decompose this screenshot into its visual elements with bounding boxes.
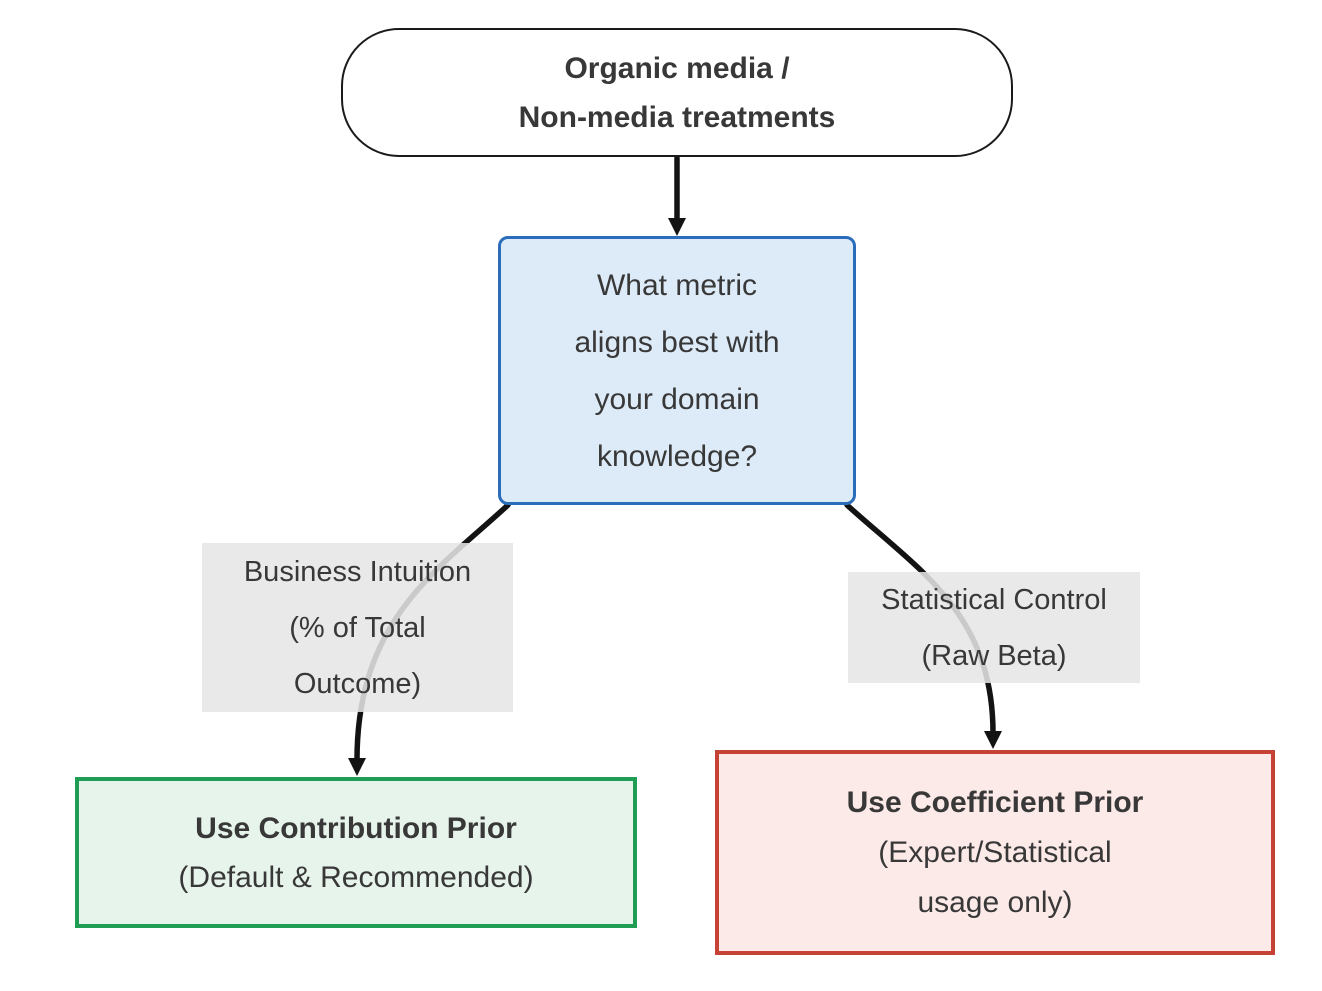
arrowhead-decision-to-contribution	[348, 758, 366, 776]
node-contribution-prior-subtitle: (Default & Recommended)	[178, 860, 534, 894]
edge-label-statistical-control-line1: Statistical Control	[881, 583, 1107, 616]
edge-label-business-intuition: Business Intuition (% of Total Outcome)	[202, 543, 513, 712]
node-coefficient-prior-subtitle-line2: usage only)	[917, 885, 1073, 919]
node-decision-line4: knowledge?	[596, 439, 758, 473]
arrowhead-decision-to-coefficient	[984, 731, 1002, 749]
edge-label-statistical-control-line2: (Raw Beta)	[921, 639, 1067, 672]
node-decision-line2: aligns best with	[574, 325, 780, 359]
node-coefficient-prior: Use Coefficient Prior (Expert/Statistica…	[715, 750, 1275, 955]
edge-label-business-intuition-line2: (% of Total	[289, 611, 426, 644]
node-contribution-prior: Use Contribution Prior (Default & Recomm…	[75, 777, 637, 928]
edge-label-statistical-control: Statistical Control (Raw Beta)	[848, 572, 1140, 683]
node-decision-metric: What metric aligns best with your domain…	[498, 236, 856, 505]
node-coefficient-prior-subtitle-line1: (Expert/Statistical	[878, 835, 1112, 869]
edge-label-business-intuition-line1: Business Intuition	[243, 555, 472, 588]
node-organic-media: Organic media / Non-media treatments	[341, 28, 1013, 157]
edge-label-business-intuition-line3: Outcome)	[293, 667, 422, 700]
node-organic-media-line2: Non-media treatments	[518, 100, 836, 134]
node-coefficient-prior-title: Use Coefficient Prior	[846, 785, 1144, 819]
node-organic-media-line1: Organic media /	[564, 51, 790, 85]
arrowhead-start-to-decision	[668, 218, 686, 236]
node-decision-line1: What metric	[596, 268, 758, 302]
node-contribution-prior-title: Use Contribution Prior	[195, 811, 517, 845]
node-decision-line3: your domain	[594, 382, 760, 416]
